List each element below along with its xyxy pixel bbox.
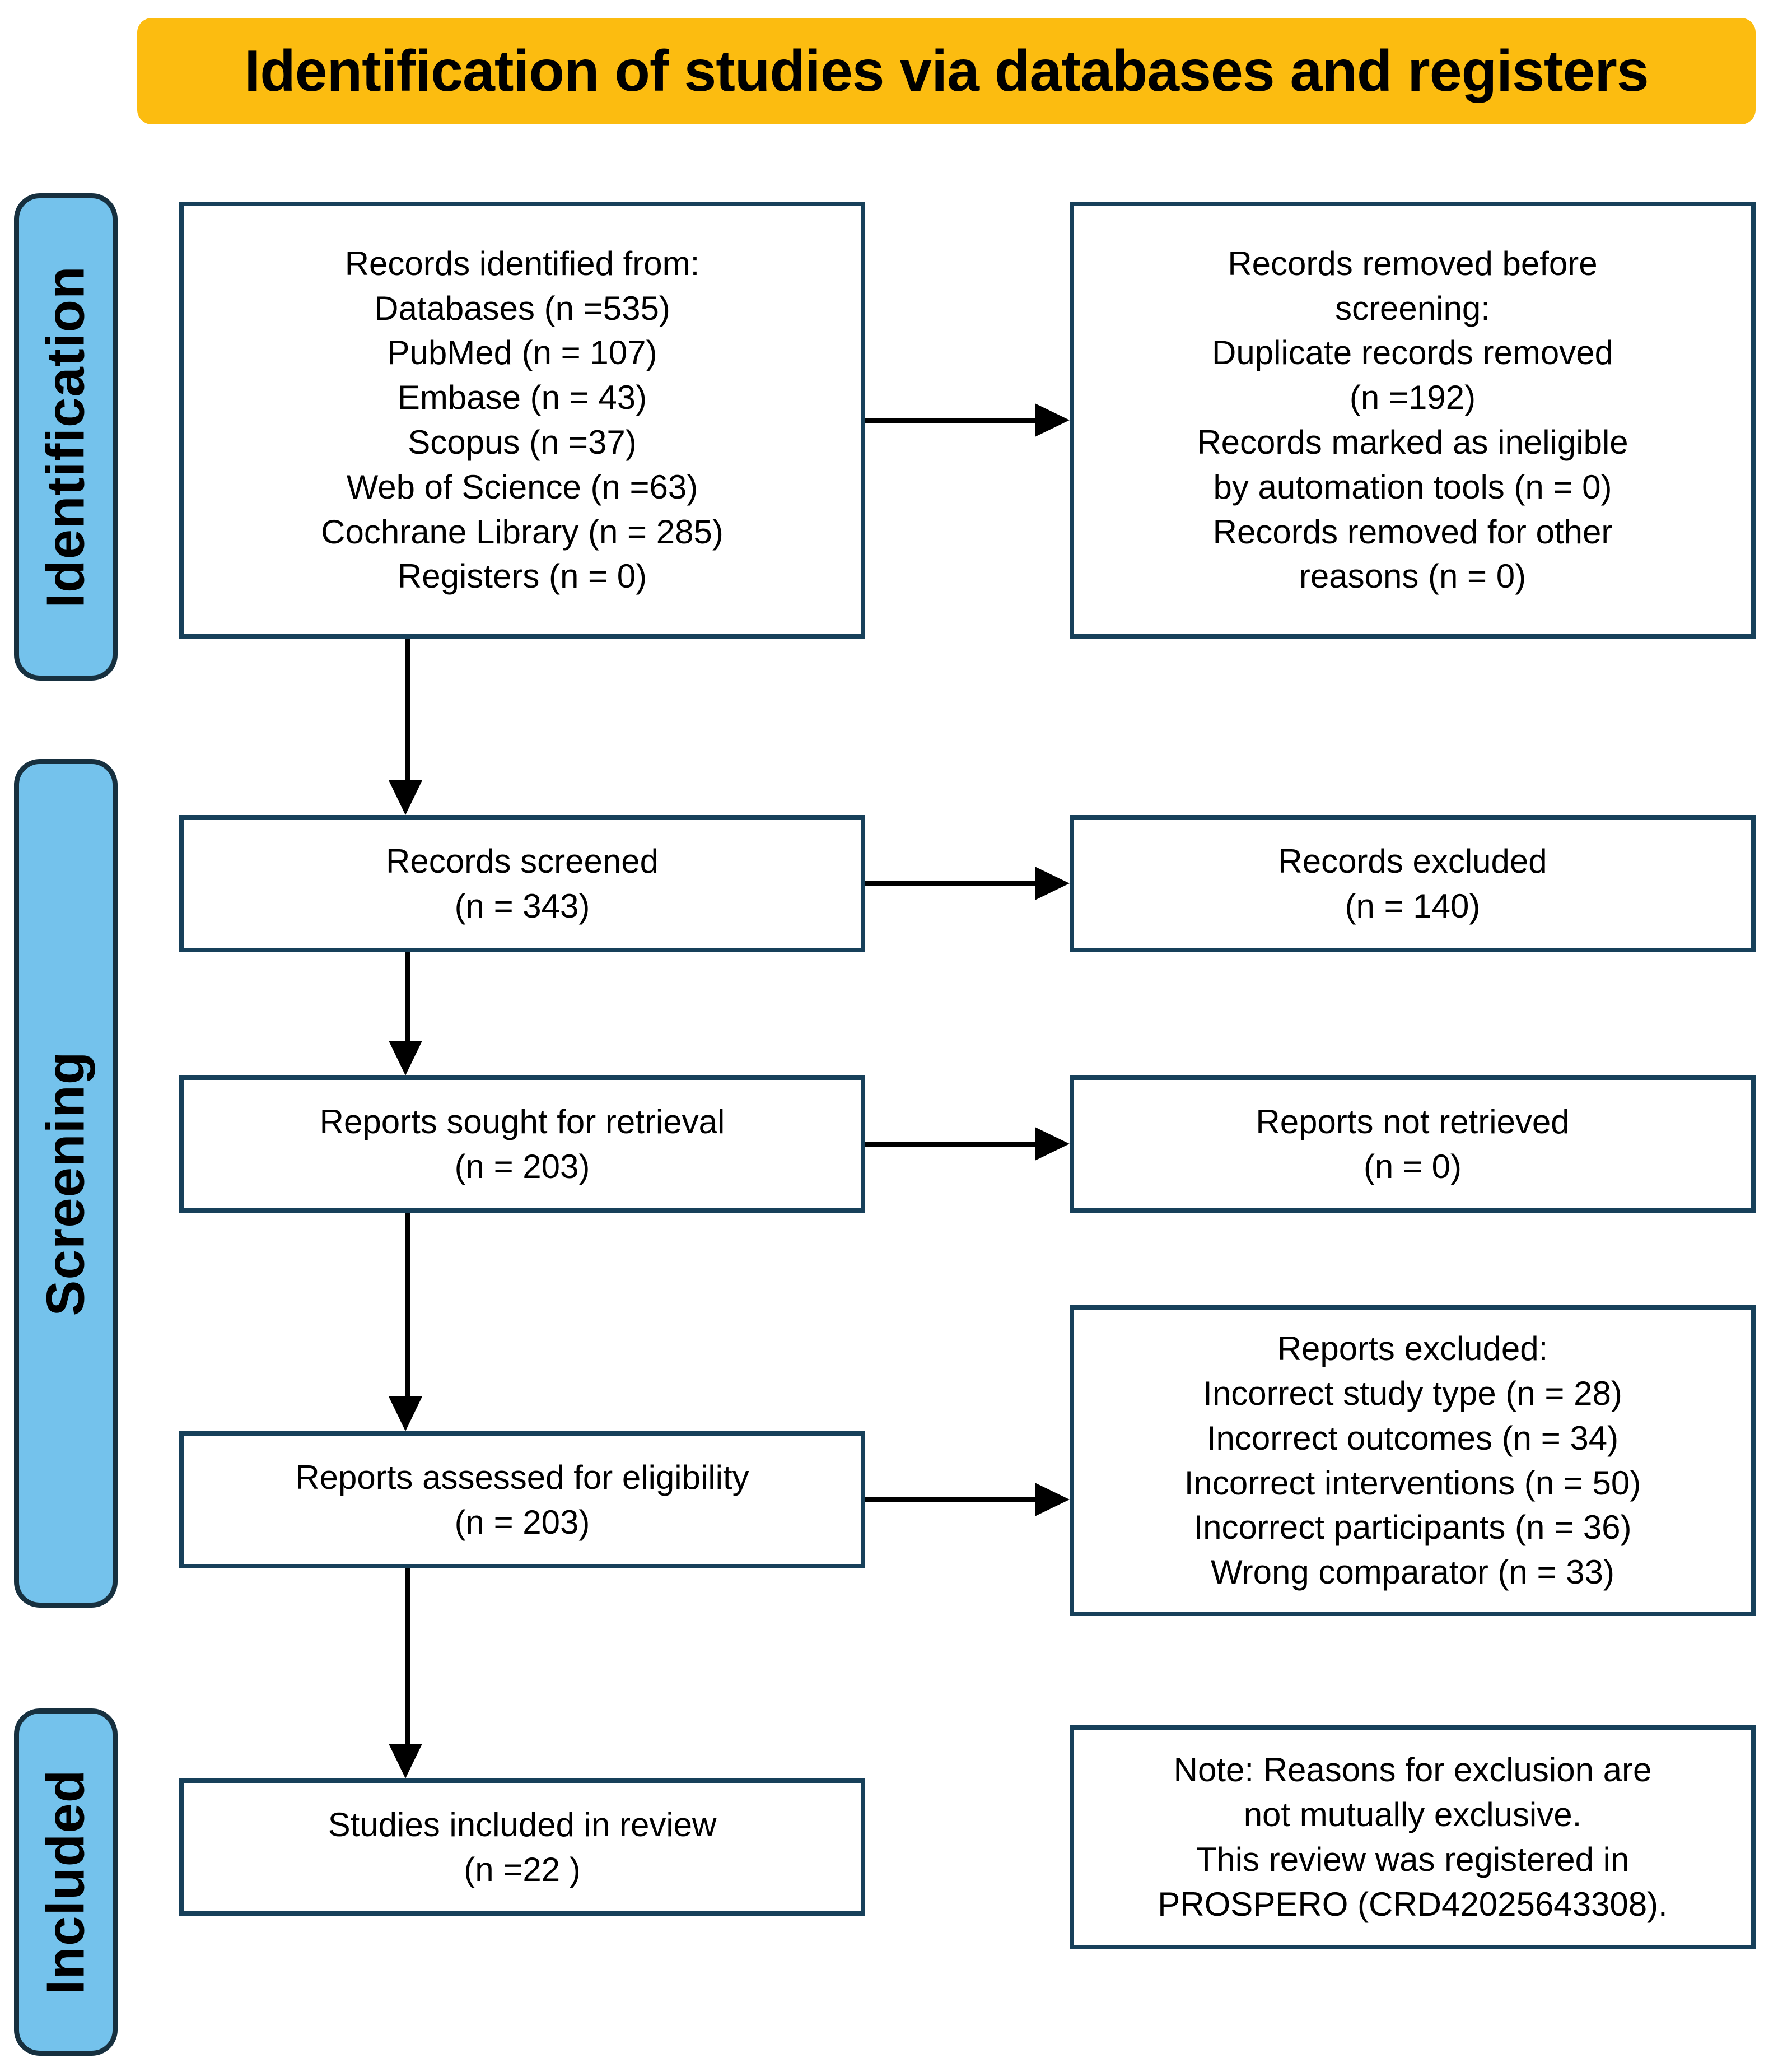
box-line: Duplicate records removed	[1212, 334, 1613, 372]
box-line: Incorrect interventions (n = 50)	[1184, 1464, 1641, 1502]
box-line: Registers (n = 0)	[397, 557, 647, 595]
box-line: (n = 0)	[1363, 1147, 1462, 1185]
box-line: (n = 140)	[1345, 887, 1481, 925]
box-line: Records identified from:	[344, 244, 700, 282]
box-line: Records removed before	[1228, 244, 1598, 282]
box-line: by automation tools (n = 0)	[1213, 468, 1612, 506]
box-line: Incorrect participants (n = 36)	[1193, 1508, 1632, 1547]
box-line: Incorrect outcomes (n = 34)	[1206, 1419, 1619, 1457]
box-records-excluded: Records excluded (n = 140)	[1070, 815, 1756, 952]
box-line: Records screened	[386, 842, 659, 880]
connector-identified-to-removed	[865, 418, 1035, 423]
connector-screened-to-excluded	[865, 881, 1035, 886]
box-line: Reports sought for retrieval	[319, 1102, 725, 1140]
box-records-screened: Records screened (n = 343)	[179, 815, 865, 952]
box-reports-sought-for-retrieval: Reports sought for retrieval (n = 203)	[179, 1075, 865, 1213]
connector-sought-to-notretrieved	[865, 1142, 1035, 1147]
diagram-title-text: Identification of studies via databases …	[244, 38, 1649, 104]
stage-label-identification-text: Identification	[35, 266, 96, 608]
box-line: Studies included in review	[328, 1805, 717, 1843]
stage-label-screening: Screening	[14, 759, 118, 1608]
box-line: Databases (n =535)	[374, 289, 670, 327]
arrow-head-down-icon	[389, 780, 422, 815]
stage-label-included: Included	[14, 1708, 118, 2056]
arrow-head-down-icon	[389, 1041, 422, 1075]
box-line: PROSPERO (CRD42025643308).	[1158, 1885, 1668, 1923]
box-line: Reports assessed for eligibility	[295, 1458, 749, 1496]
box-line: not mutually exclusive.	[1243, 1796, 1582, 1834]
connector-assessed-to-included	[405, 1568, 410, 1744]
box-line: reasons (n = 0)	[1299, 557, 1527, 595]
connector-identified-to-screened	[405, 639, 410, 781]
box-line: (n =192)	[1349, 379, 1476, 417]
connector-screened-to-sought	[405, 952, 410, 1041]
box-line: Scopus (n =37)	[408, 423, 637, 461]
box-reports-assessed-for-eligibility: Reports assessed for eligibility (n = 20…	[179, 1431, 865, 1568]
connector-sought-to-assessed	[405, 1213, 410, 1396]
box-line: This review was registered in	[1196, 1841, 1630, 1878]
box-line: (n = 203)	[454, 1503, 590, 1541]
box-line: Cochrane Library (n = 285)	[321, 513, 724, 551]
box-records-removed-before-screening: Records removed before screening: Duplic…	[1070, 202, 1756, 639]
box-line: (n = 343)	[454, 887, 590, 925]
arrow-head-down-icon	[389, 1396, 422, 1431]
box-line: (n =22 )	[464, 1850, 581, 1888]
box-reports-excluded: Reports excluded: Incorrect study type (…	[1070, 1305, 1756, 1616]
box-records-identified: Records identified from: Databases (n =5…	[179, 202, 865, 639]
arrow-head-down-icon	[389, 1744, 422, 1778]
stage-label-identification: Identification	[14, 193, 118, 681]
box-line: Embase (n = 43)	[397, 379, 647, 417]
box-line: Web of Science (n =63)	[346, 468, 698, 506]
stage-label-included-text: Included	[35, 1769, 96, 1995]
box-line: Records excluded	[1278, 842, 1547, 880]
box-line: (n = 203)	[454, 1147, 590, 1185]
arrow-head-right-icon	[1035, 1483, 1070, 1516]
diagram-title-banner: Identification of studies via databases …	[137, 18, 1756, 124]
box-line: Note: Reasons for exclusion are	[1173, 1751, 1652, 1789]
box-line: Reports not retrieved	[1256, 1102, 1570, 1140]
box-line: Incorrect study type (n = 28)	[1203, 1374, 1622, 1412]
connector-assessed-to-reportsexcluded	[865, 1497, 1035, 1502]
box-reports-not-retrieved: Reports not retrieved (n = 0)	[1070, 1075, 1756, 1213]
arrow-head-right-icon	[1035, 403, 1070, 437]
box-line: Records removed for other	[1212, 513, 1613, 551]
box-line: Records marked as ineligible	[1197, 423, 1628, 461]
arrow-head-right-icon	[1035, 1127, 1070, 1161]
box-note: Note: Reasons for exclusion are not mutu…	[1070, 1725, 1756, 1949]
arrow-head-right-icon	[1035, 867, 1070, 900]
box-studies-included-in-review: Studies included in review (n =22 )	[179, 1778, 865, 1916]
box-line: Reports excluded:	[1277, 1330, 1548, 1368]
box-line: PubMed (n = 107)	[387, 334, 657, 372]
box-line: Wrong comparator (n = 33)	[1211, 1553, 1614, 1591]
box-line: screening:	[1335, 289, 1490, 327]
stage-label-screening-text: Screening	[35, 1050, 96, 1316]
